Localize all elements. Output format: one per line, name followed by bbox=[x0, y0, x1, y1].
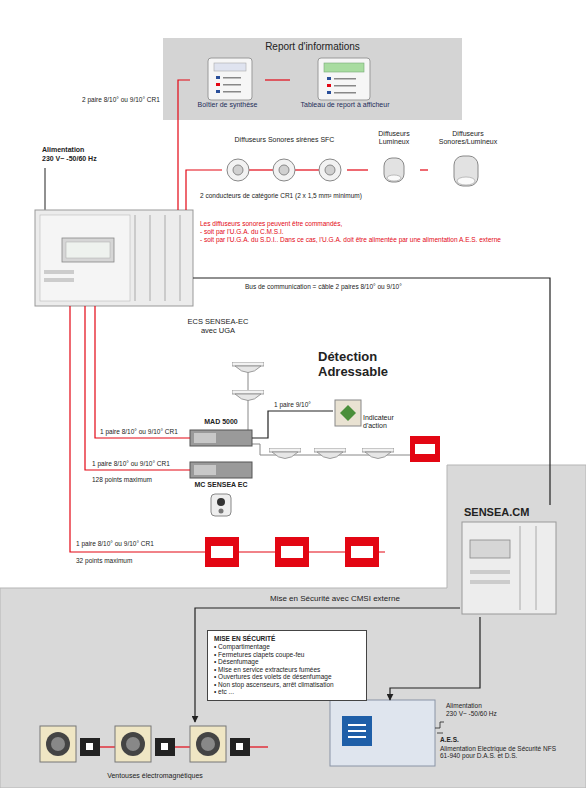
detector bbox=[232, 390, 264, 401]
node-text: MC SENSEA EC bbox=[190, 481, 252, 489]
ecs-panel bbox=[35, 210, 193, 306]
mc-module bbox=[190, 462, 252, 478]
cable-label: 128 points maximum bbox=[92, 476, 152, 483]
cable-label: Alimentation bbox=[42, 146, 84, 154]
node-text: Alimentation Electrique de Sécurité NFS … bbox=[440, 745, 565, 760]
device-box: Diffuseurs Sonores/Lumineux bbox=[428, 130, 508, 192]
node-text: Diffuseurs Lumineux bbox=[368, 130, 420, 146]
cable-connector bbox=[95, 306, 190, 438]
beacon-icon bbox=[211, 494, 231, 516]
edge-label: Mise en Sécurité avec CMSI externe bbox=[268, 594, 402, 603]
aes-box bbox=[330, 700, 444, 766]
device-box: Boîtier de synthèse bbox=[190, 55, 265, 115]
sounder-flash-icon bbox=[454, 156, 478, 186]
list-item: • Non stop ascenseurs, arrêt climatisati… bbox=[214, 681, 360, 688]
cable-connector bbox=[85, 306, 190, 470]
list-item: • Désenfumage bbox=[214, 658, 360, 665]
device-box: Tableau de report à afficheur bbox=[290, 55, 400, 115]
node-text: Tableau de report à afficheur bbox=[290, 101, 400, 109]
cable-label: 2 conducteurs de catégorie CR1 (2 x 1,5 … bbox=[200, 192, 362, 199]
cable-label: - soit par l'U.G.A. du C.M.S.I. bbox=[200, 228, 284, 235]
list-item: • Compartimentage bbox=[214, 643, 360, 650]
tableau-icon bbox=[318, 58, 370, 100]
list-item: • Ouvertures des volets de désenfumage bbox=[214, 673, 360, 680]
node-text: SENSEA.CM bbox=[464, 506, 560, 519]
cable-label: 230 V~ -50/60 Hz bbox=[446, 710, 497, 717]
cable-connector bbox=[193, 278, 550, 505]
call-points bbox=[205, 537, 379, 567]
node-text: Ventouses électromagnétiques bbox=[80, 772, 230, 780]
cable-label: 1 paire 8/10° ou 9/10° CR1 bbox=[92, 460, 170, 467]
report-band bbox=[163, 38, 462, 120]
cable-connector bbox=[252, 411, 333, 438]
device-box: MC SENSEA EC bbox=[190, 462, 252, 520]
power-wire bbox=[45, 168, 46, 210]
detector bbox=[362, 448, 394, 459]
cable-connector bbox=[420, 169, 428, 170]
security-region bbox=[0, 465, 586, 788]
node-text: Diffuseurs Sonores/Lumineux bbox=[428, 130, 508, 146]
cable-label: Alimentation bbox=[446, 702, 482, 709]
detector-wire bbox=[248, 372, 249, 430]
device-box: Ventouses électromagnétiques bbox=[30, 722, 275, 784]
cable-connector bbox=[347, 169, 368, 170]
device-box: ECS SENSEA-EC avec UGA bbox=[35, 210, 193, 306]
node-text: Boîtier de synthèse bbox=[190, 101, 265, 109]
device-box: MAD 5000 bbox=[190, 418, 252, 448]
cable-label: 230 V~ -50/60 Hz bbox=[42, 155, 97, 163]
device-box: Diffuseurs Sonores sirènes SFC bbox=[222, 136, 347, 186]
node-text: ECS SENSEA-EC avec UGA bbox=[185, 318, 251, 335]
device-box: SENSEA.CM bbox=[460, 505, 560, 617]
list-item: • Mise en service extracteurs fumées bbox=[214, 666, 360, 673]
section-heading: Détection Adressable bbox=[318, 350, 398, 380]
cable-connector bbox=[178, 80, 190, 210]
cm-device bbox=[462, 522, 556, 614]
device-box: Report d'informationsBoîtier de synthèse… bbox=[163, 38, 462, 120]
flash-icon bbox=[384, 158, 404, 182]
cable-label: 2 paire 8/10° ou 9/10° CR1 bbox=[82, 96, 160, 103]
cable-connector bbox=[195, 608, 460, 722]
node-text: MAD 5000 bbox=[190, 418, 252, 426]
list-heading: MISE EN SÉCURITÉ bbox=[214, 635, 360, 642]
cable-label: Les diffuseurs sonores peuvent être comm… bbox=[200, 220, 342, 227]
call-point bbox=[410, 436, 440, 462]
device-box: Diffuseurs Lumineux bbox=[368, 130, 420, 192]
detector bbox=[232, 362, 264, 373]
door-holders bbox=[40, 726, 268, 762]
detector bbox=[314, 448, 346, 459]
node-text: Diffuseurs Sonores sirènes SFC bbox=[222, 136, 347, 144]
boitier-icon bbox=[208, 58, 252, 100]
action-indicator-icon bbox=[335, 400, 361, 426]
cable-connector bbox=[390, 617, 480, 700]
cable-label: 32 points maximum bbox=[76, 557, 132, 564]
device-box: Indicateur d'action bbox=[333, 398, 438, 442]
list-item: • etc ... bbox=[214, 688, 360, 695]
cable-connector bbox=[186, 170, 222, 210]
cable-label: 1 paire 9/10° bbox=[274, 401, 311, 408]
mad-module bbox=[190, 430, 252, 446]
detector bbox=[269, 448, 301, 459]
cable-label: Bus de communication = câble 2 paires 8/… bbox=[245, 283, 402, 290]
cable-label: - soit par l'U.G.A. du S.D.I.. Dans ce c… bbox=[200, 236, 501, 243]
cable-label: 1 paire 8/10° ou 9/10° CR1 bbox=[76, 540, 154, 547]
list-box: MISE EN SÉCURITÉ• Compartimentage• Ferme… bbox=[207, 630, 367, 701]
node-text: Report d'informations bbox=[163, 41, 462, 53]
cable-label: 1 paire 8/10° ou 9/10° CR1 bbox=[100, 428, 178, 435]
call-point-loop bbox=[70, 306, 385, 552]
cable-connector bbox=[265, 79, 290, 80]
node-text: A.E.S. bbox=[440, 736, 565, 743]
list-item: • Fermetures clapets coupe-feu bbox=[214, 651, 360, 658]
node-text: Indicateur d'action bbox=[363, 414, 415, 430]
siren-icons bbox=[227, 159, 341, 181]
